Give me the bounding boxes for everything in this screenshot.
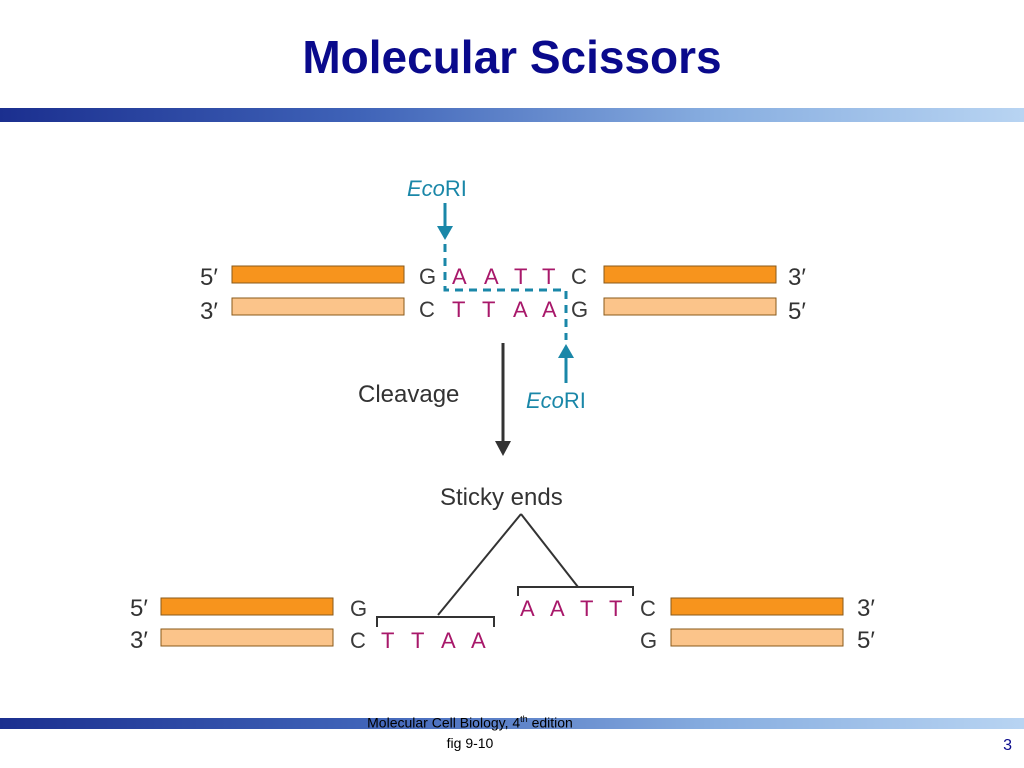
- bottom-left-5prime-label: 5′: [130, 595, 148, 622]
- sticky-ends-label: Sticky ends: [440, 484, 563, 511]
- seq-bottom-base-1: C: [419, 297, 435, 322]
- seq-top-base-2: A: [452, 264, 467, 289]
- right-fragment-top-base-1: A: [520, 596, 535, 621]
- bottom-enzyme-label: EcoRI: [526, 388, 586, 413]
- bottom-right-5prime-label: 5′: [857, 627, 875, 654]
- seq-bottom-base-4: A: [513, 297, 528, 322]
- top-left-strand-light: [231, 297, 405, 316]
- top-enzyme-label: EcoRI: [407, 176, 467, 201]
- bottom-right-strand-dark: [670, 597, 844, 616]
- left-fragment-top-base: G: [350, 596, 367, 621]
- footer-divider-band: [0, 718, 1024, 729]
- top-right-strand-light: [603, 297, 777, 316]
- seq-bottom-base-6: G: [571, 297, 588, 322]
- seq-top-base-1: G: [419, 264, 436, 289]
- bottom-right-strand-light: [670, 628, 844, 647]
- top-right-strand-dark: [603, 265, 777, 284]
- top-3prime-label-left: 3′: [200, 298, 218, 325]
- right-fragment-top-base-2: A: [550, 596, 565, 621]
- top-5prime-label: 5′: [200, 264, 218, 291]
- cleavage-label: Cleavage: [358, 381, 459, 408]
- sticky-ends-pointer-lines: [437, 513, 579, 616]
- right-overhang-bracket: [517, 586, 634, 596]
- seq-top-base-3: A: [484, 264, 499, 289]
- seq-top-base-6: C: [571, 264, 587, 289]
- left-fragment-bottom-base-3: T: [411, 628, 424, 653]
- right-fragment-top-base-4: T: [609, 596, 622, 621]
- top-enzyme-arrow: [437, 203, 453, 240]
- bottom-enzyme-arrow: [558, 344, 574, 383]
- left-fragment-bottom-base-1: C: [350, 628, 366, 653]
- top-3prime-label-right: 3′: [788, 264, 806, 291]
- top-left-strand-dark: [231, 265, 405, 284]
- right-fragment-bottom-base: G: [640, 628, 657, 653]
- seq-bottom-base-3: T: [482, 297, 495, 322]
- left-fragment-bottom-base-4: A: [441, 628, 456, 653]
- seq-top-base-4: T: [514, 264, 527, 289]
- figure-caption: Molecular Cell Biology, 4th edition fig …: [300, 709, 640, 753]
- bottom-left-strand-light: [160, 628, 334, 647]
- left-fragment-bottom-base-2: T: [381, 628, 394, 653]
- left-overhang-bracket: [376, 616, 495, 627]
- bottom-left-strand-dark: [160, 597, 334, 616]
- page-number: 3: [1003, 737, 1012, 754]
- caption-line-2: fig 9-10: [446, 734, 494, 751]
- title-divider-band: [0, 108, 1024, 122]
- right-fragment-top-base-3: T: [580, 596, 593, 621]
- caption-line-1: Molecular Cell Biology, 4th edition: [367, 714, 573, 731]
- bottom-left-3prime-label: 3′: [130, 627, 148, 654]
- slide-title: Molecular Scissors: [302, 31, 722, 83]
- cut-site-dashed-line: [443, 244, 568, 340]
- bottom-right-3prime-label: 3′: [857, 595, 875, 622]
- seq-top-base-5: T: [542, 264, 555, 289]
- top-5prime-label-right: 5′: [788, 298, 806, 325]
- cleavage-arrow: [495, 343, 511, 456]
- seq-bottom-base-5: A: [542, 297, 557, 322]
- right-fragment-top-base-5: C: [640, 596, 656, 621]
- seq-bottom-base-2: T: [452, 297, 465, 322]
- left-fragment-bottom-base-5: A: [471, 628, 486, 653]
